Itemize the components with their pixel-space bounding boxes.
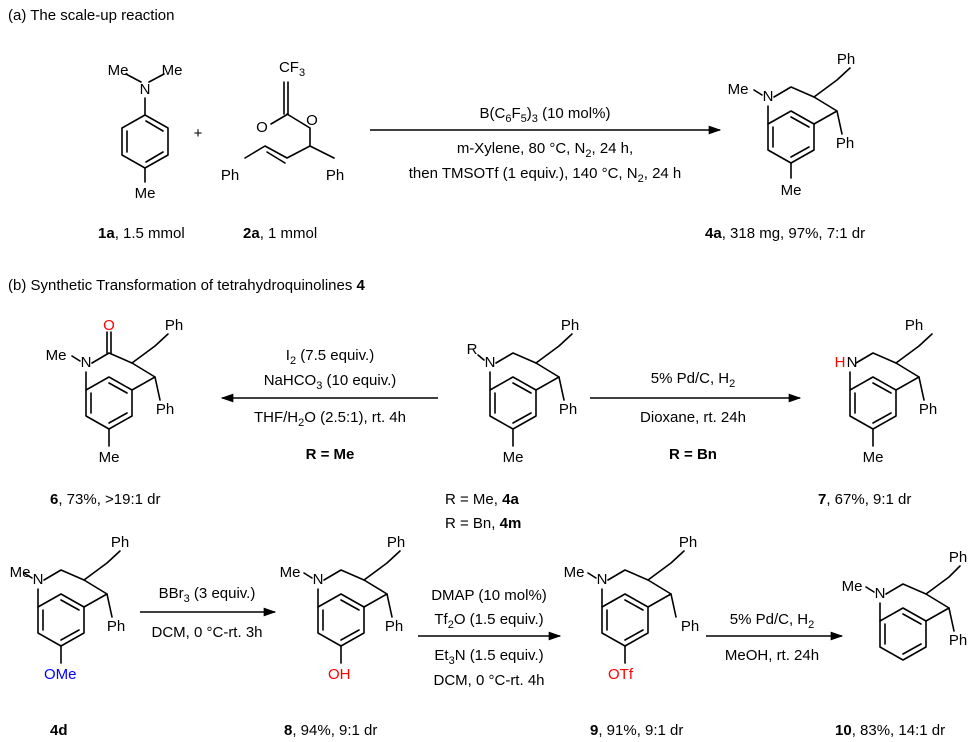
conditions-line2: Dioxane, rt. 24h [640,409,746,426]
atom-me: Me [842,578,863,595]
condition-r-bn: R = Bn [669,446,717,463]
label-4m-center: R = Bn, 4m [445,515,521,532]
conditions-line2: Tf2O (1.5 equiv.) [434,611,543,631]
atom-o-carbonyl: O [256,119,268,136]
conditions-line1: 5% Pd/C, H2 [651,370,736,390]
atom-me: Me [46,347,67,364]
atom-me: Me [108,62,129,79]
conditions-line1: 5% Pd/C, H2 [730,611,815,631]
conditions-line2: DCM, 0 °C-rt. 3h [151,624,262,641]
atom-cf3: CF3 [279,59,305,79]
compound-1a: N Me Me Me [108,62,183,202]
compound-10: N Me Ph Ph [842,549,967,661]
atom-n: N [313,571,324,588]
atom-ph: Ph [679,534,697,551]
conditions-catalyst: B(C6F5)3 (10 mol%) [480,105,611,125]
conditions-line2: MeOH, rt. 24h [725,647,819,664]
atom-oh: OH [328,666,351,683]
conditions-line4: DCM, 0 °C-rt. 4h [433,672,544,689]
label-4a-center: R = Me, 4a [445,491,519,508]
compound-9: N Me Ph Ph OTf [564,534,700,683]
atom-ph: Ph [111,534,129,551]
conditions-line3: Et3N (1.5 equiv.) [434,647,543,667]
atom-me: Me [280,564,301,581]
atom-ph: Ph [681,618,699,635]
atom-me: Me [564,564,585,581]
atom-ph: Ph [156,401,174,418]
conditions-line3: then TMSOTf (1 equiv.), 140 °C, N2, 24 h [409,165,682,185]
label-4d: 4d [50,722,68,739]
atom-otf: OTf [608,666,634,683]
condition-r-me: R = Me [306,446,355,463]
conditions-line2: NaHCO3 (10 equiv.) [264,372,397,392]
atom-ph: Ph [107,618,125,635]
atom-me: Me [162,62,183,79]
section-b-title: (b) Synthetic Transformation of tetrahyd… [8,277,366,294]
compound-4d: N Me Ph Ph OMe [10,534,130,683]
compound-4a: N Me Ph Ph Me [728,51,856,199]
compound-8: N Me Ph Ph OH [280,534,406,683]
compound-6: N O Me Ph Ph Me [46,317,184,466]
atom-ph: Ph [165,317,183,334]
atom-ph: Ph [949,632,967,649]
atom-ph: Ph [559,401,577,418]
label-9: 9, 91%, 9:1 dr [590,722,683,739]
conditions-line1: I2 (7.5 equiv.) [286,347,374,367]
atom-r: R [467,341,478,358]
section-a-title: (a) The scale-up reaction [8,7,174,24]
atom-me: Me [728,81,749,98]
atom-me: Me [10,564,31,581]
atom-me: Me [99,449,120,466]
atom-o-ester: O [306,112,318,129]
atom-ph: Ph [387,534,405,551]
atom-n: N [33,571,44,588]
atom-ph: Ph [919,401,937,418]
atom-ph: Ph [905,317,923,334]
atom-ph: Ph [221,167,239,184]
atom-ph: Ph [837,51,855,68]
atom-me: Me [863,449,884,466]
conditions-line1: BBr3 (3 equiv.) [159,585,256,605]
label-1a: 1a, 1.5 mmol [98,225,185,242]
compound-2a: CF3 O O Ph Ph [221,59,344,184]
atom-ph: Ph [949,549,967,566]
atom-ph: Ph [561,317,579,334]
atom-me: Me [503,449,524,466]
conditions-line3: THF/H2O (2.5:1), rt. 4h [254,409,406,429]
atom-ph: Ph [326,167,344,184]
atom-n: N [485,354,496,371]
label-4a: 4a, 318 mg, 97%, 7:1 dr [705,225,865,242]
atom-o: O [103,317,115,334]
conditions-line2: m-Xylene, 80 °C, N2, 24 h, [457,140,633,160]
compound-4: N R Ph Ph Me [467,317,580,466]
label-7: 7, 67%, 9:1 dr [818,491,911,508]
atom-n: N [763,88,774,105]
label-6: 6, 73%, >19:1 dr [50,491,161,508]
plus-sign: + [194,125,203,142]
atom-n: N [847,354,858,371]
label-10: 10, 83%, 14:1 dr [835,722,945,739]
atom-n: N [140,81,151,98]
atom-n: N [875,585,886,602]
atom-me: Me [781,182,802,199]
conditions-line1: DMAP (10 mol%) [431,587,547,604]
atom-n: N [81,354,92,371]
atom-ph: Ph [385,618,403,635]
atom-h: H [835,354,846,371]
label-8: 8, 94%, 9:1 dr [284,722,377,739]
label-2a: 2a, 1 mmol [243,225,317,242]
compound-7: H N Ph Ph Me [835,317,938,466]
atom-ome: OMe [44,666,77,683]
atom-n: N [597,571,608,588]
atom-ph: Ph [836,135,854,152]
atom-me: Me [135,185,156,202]
